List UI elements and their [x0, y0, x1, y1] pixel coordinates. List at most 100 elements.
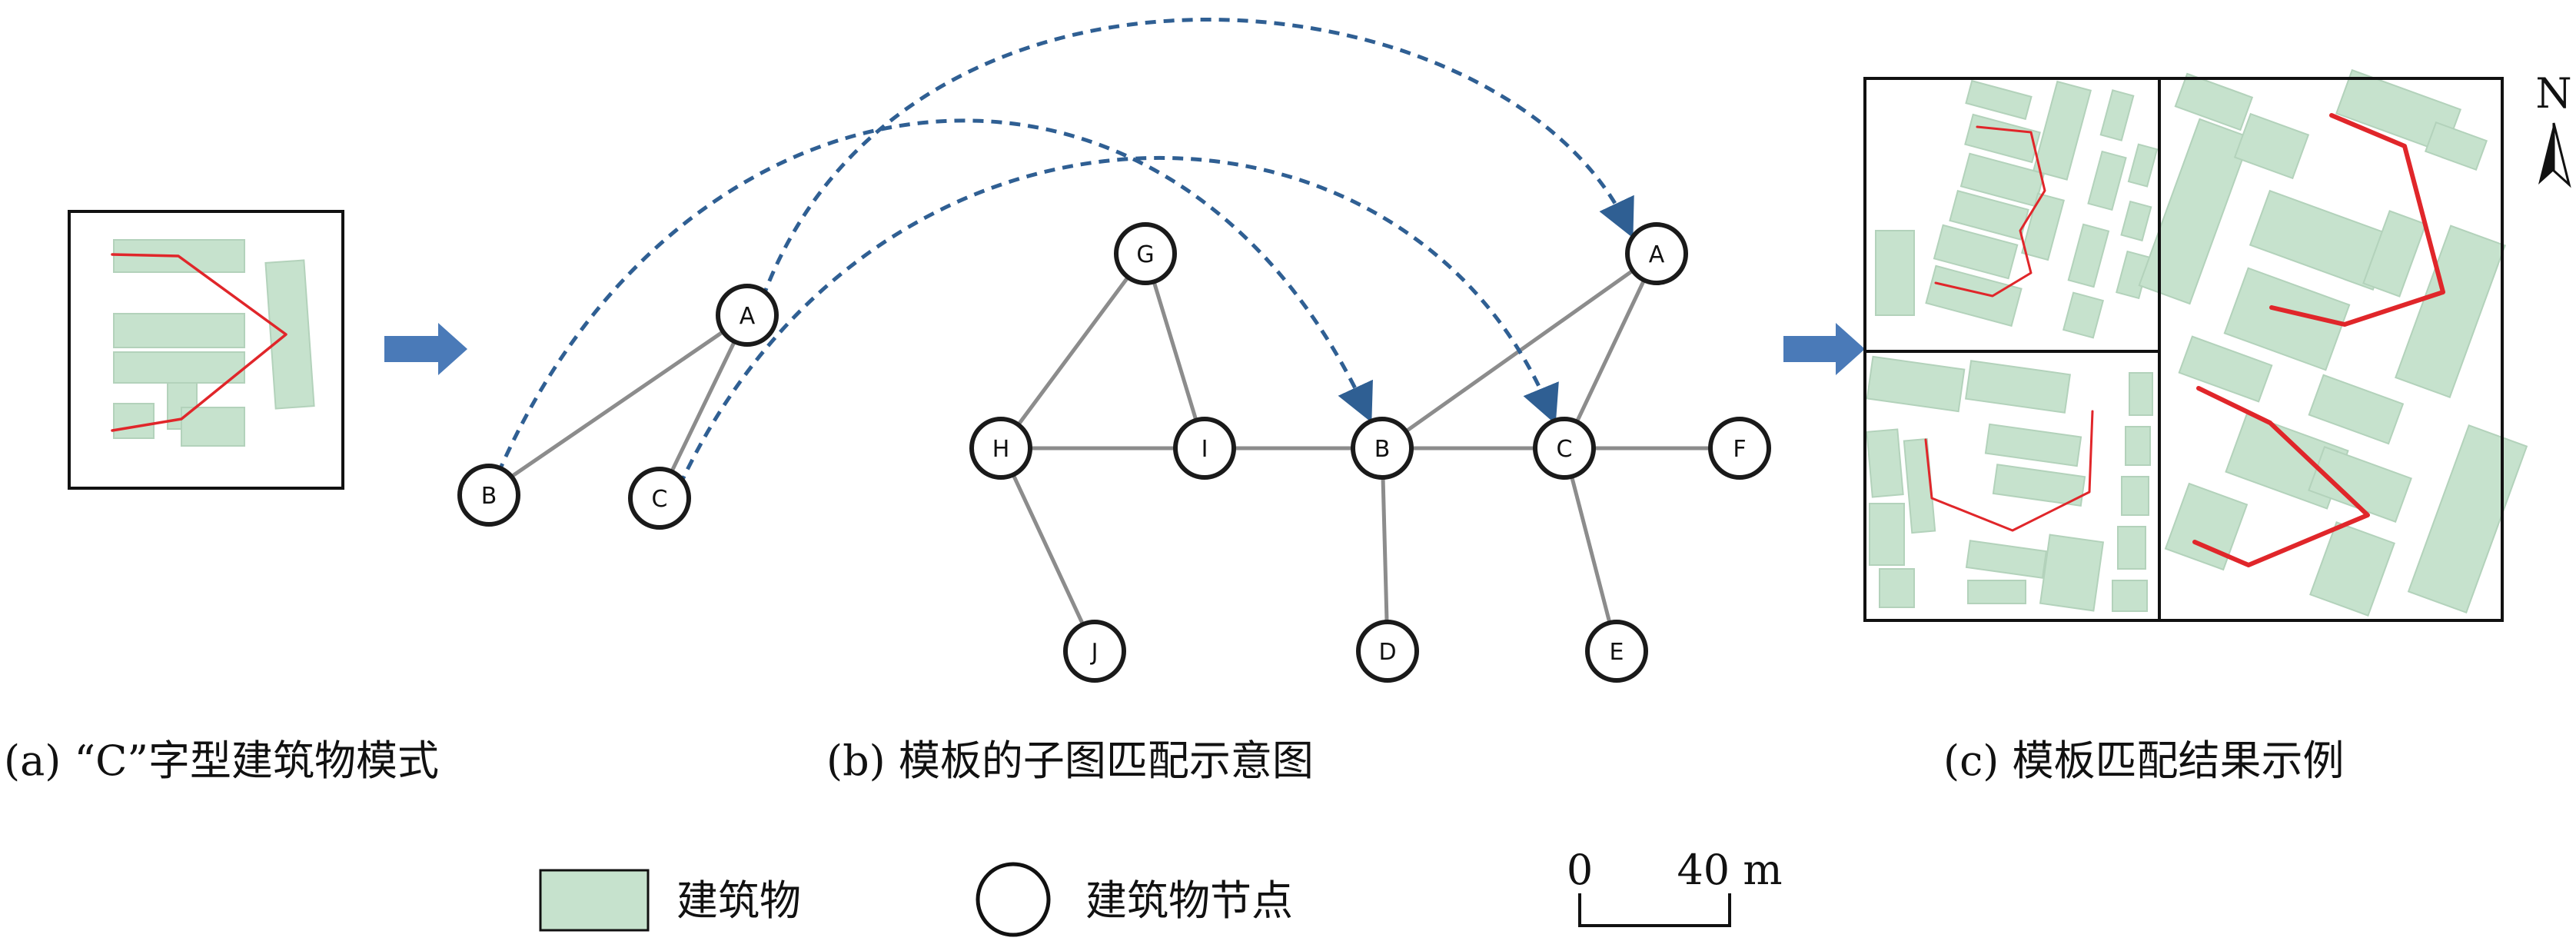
c-pattern-polyline	[2192, 386, 2370, 567]
target-node-f: F	[1708, 417, 1771, 480]
north-label: N	[2535, 69, 2571, 118]
target-node-c: C	[1533, 417, 1596, 480]
node-label: G	[1136, 241, 1154, 268]
building	[1869, 503, 1905, 566]
scale-start-label: 0	[1567, 846, 1593, 894]
node-label: A	[1649, 241, 1665, 268]
building	[1866, 428, 1904, 498]
building	[1965, 360, 2071, 414]
caption-b: (b) 模板的子图匹配示意图	[826, 737, 1314, 785]
node-label: B	[481, 483, 497, 510]
c-pattern-polyline	[1924, 410, 2094, 532]
building	[113, 313, 245, 348]
panel-b-subgraph-matching: A B C G H I B C	[457, 18, 1771, 683]
building	[1959, 152, 2046, 208]
building	[2021, 192, 2065, 261]
target-node-b: B	[1351, 417, 1414, 480]
panel-a-c-shaped-pattern	[68, 210, 344, 490]
target-edge-b-d	[1380, 447, 1390, 650]
result-map-top-left	[1865, 78, 2159, 351]
node-label: I	[1202, 436, 1208, 463]
building	[2039, 534, 2105, 612]
arrow-right-icon	[384, 323, 467, 375]
building	[113, 351, 245, 384]
building	[2112, 580, 2148, 612]
target-edge-g-i	[1143, 253, 1207, 449]
building	[113, 403, 155, 439]
node-label: C	[652, 486, 668, 513]
building	[2138, 118, 2252, 305]
building	[1866, 355, 1966, 413]
result-map-right	[2138, 68, 2528, 620]
building	[1984, 423, 2082, 467]
scale-bar-line	[1578, 893, 1731, 927]
match-arc-b	[496, 118, 1373, 474]
node-label: J	[1090, 639, 1099, 666]
building	[1925, 264, 2023, 328]
building	[2395, 224, 2506, 398]
scale-end-label: 40 m	[1677, 846, 1782, 894]
caption-a: (a) “C”字型建筑物模式	[4, 737, 439, 785]
node-label: E	[1610, 639, 1624, 666]
target-node-e: E	[1585, 620, 1648, 683]
building	[1965, 540, 2048, 579]
building	[1933, 224, 2019, 280]
node-label: C	[1557, 436, 1573, 463]
building	[2121, 476, 2149, 516]
north-arrow-icon: N	[2535, 69, 2572, 188]
match-arc-a	[760, 18, 1634, 299]
building	[1965, 79, 2033, 121]
building	[2407, 424, 2528, 614]
building	[2164, 482, 2249, 571]
building	[2087, 150, 2127, 211]
building	[1875, 230, 1915, 316]
building	[2223, 267, 2351, 371]
building	[1879, 568, 1915, 608]
building	[2308, 374, 2405, 445]
arrow-right-icon	[1783, 323, 1865, 375]
panel-c-match-results: N	[1863, 68, 2572, 622]
scale-bar: 0 40 m	[1567, 846, 1783, 927]
template-node-b: B	[457, 464, 520, 527]
building	[2233, 112, 2310, 180]
template-node-a: A	[716, 284, 779, 347]
building	[181, 407, 245, 447]
node-label: B	[1374, 436, 1391, 463]
building	[264, 259, 315, 410]
target-node-j: J	[1063, 620, 1126, 683]
building	[2033, 80, 2092, 181]
building	[2362, 210, 2427, 298]
legend-building-label: 建筑物	[676, 876, 801, 925]
result-map-bottom-left	[1865, 351, 2159, 620]
node-label: H	[992, 436, 1010, 463]
legend-building-swatch	[539, 869, 650, 932]
caption-c: (c) 模板匹配结果示例	[1943, 737, 2345, 785]
building	[2120, 200, 2152, 242]
c-pattern-polyline	[111, 253, 288, 432]
building	[1967, 580, 2026, 604]
building	[2309, 521, 2395, 617]
template-edge-a-c	[657, 314, 750, 498]
target-node-d: D	[1356, 620, 1419, 683]
node-label: D	[1378, 639, 1396, 666]
building	[2117, 526, 2146, 570]
building	[2127, 143, 2159, 188]
building	[2129, 372, 2153, 416]
building	[2174, 72, 2254, 131]
building	[2424, 121, 2488, 171]
legend: 建筑物 建筑物节点	[539, 862, 1293, 937]
legend-node-label: 建筑物节点	[1085, 876, 1293, 925]
match-arc-c	[677, 156, 1559, 487]
map-frame	[2158, 77, 2504, 622]
building	[2099, 89, 2135, 141]
legend-node-swatch	[976, 862, 1051, 937]
building	[2125, 426, 2151, 466]
template-edge-a-b	[487, 313, 749, 494]
building	[2067, 223, 2110, 288]
target-edge-a-c	[1562, 252, 1659, 450]
target-node-a: A	[1625, 222, 1688, 285]
target-node-i: I	[1173, 417, 1236, 480]
building	[1992, 464, 2086, 507]
node-label: A	[740, 303, 756, 330]
